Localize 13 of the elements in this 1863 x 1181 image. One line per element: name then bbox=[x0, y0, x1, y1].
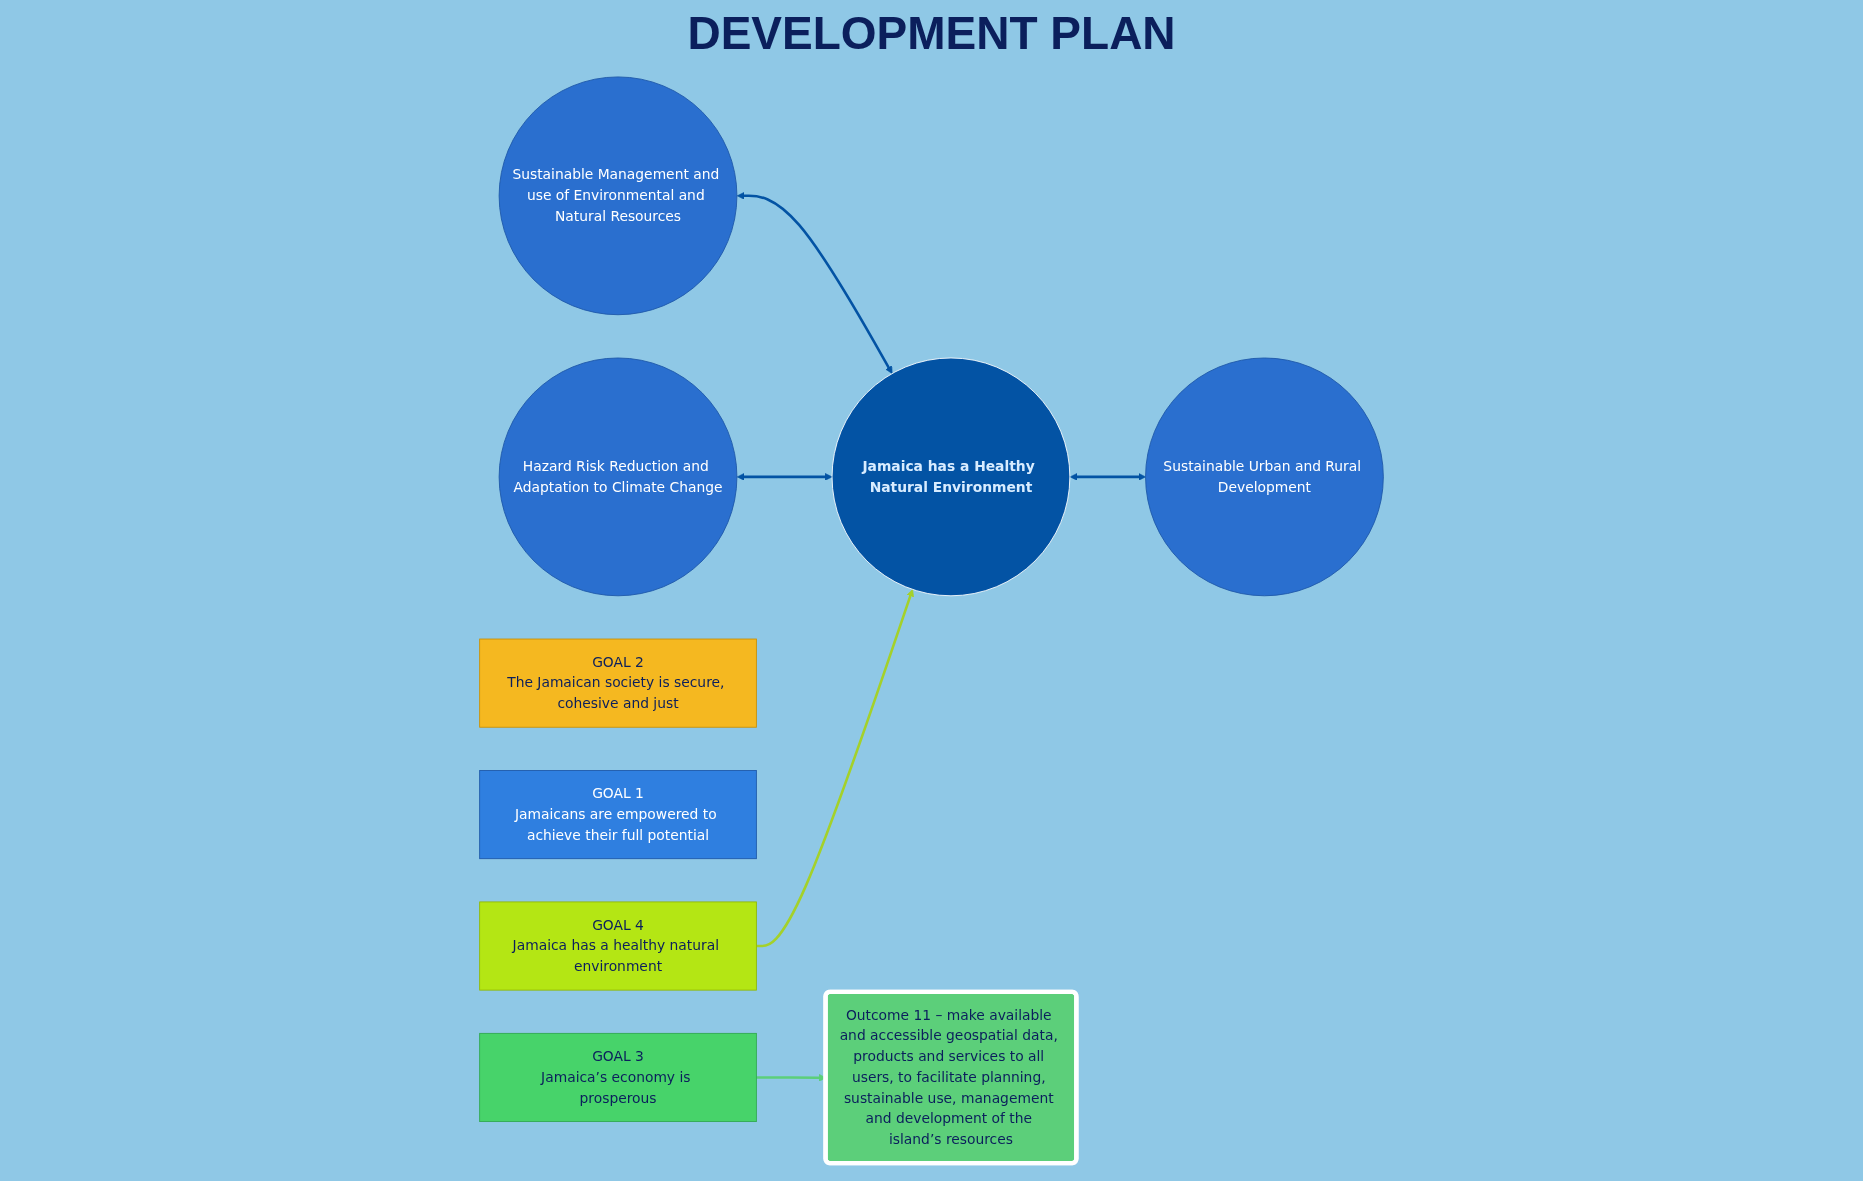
arrow bbox=[1069, 473, 1146, 481]
node-box: GOAL 2 The Jamaican society is secure, cohesive and just bbox=[479, 638, 757, 728]
arrow bbox=[756, 589, 914, 948]
node-box: GOAL 3 Jamaica’s economy is prosperous bbox=[479, 1032, 757, 1122]
arrow bbox=[736, 473, 833, 481]
diagram-title: DEVELOPMENT PLAN bbox=[686, 6, 1177, 60]
node-box: GOAL 1 Jamaicans are empowered to achieve their full potential bbox=[479, 770, 757, 860]
node-circle: Hazard Risk Reduction and Adaptation to Climate Change bbox=[498, 357, 738, 597]
node-box: GOAL 4 Jamaica has a healthy natural environment bbox=[479, 901, 757, 991]
arrow bbox=[736, 192, 893, 374]
node-circle: Sustainable Management and use of Environmental and Natural Resources bbox=[498, 76, 738, 316]
node-circle: Sustainable Urban and Rural Development bbox=[1145, 357, 1384, 597]
node-circle: Jamaica has a Healthy Natural Environment bbox=[831, 357, 1071, 597]
